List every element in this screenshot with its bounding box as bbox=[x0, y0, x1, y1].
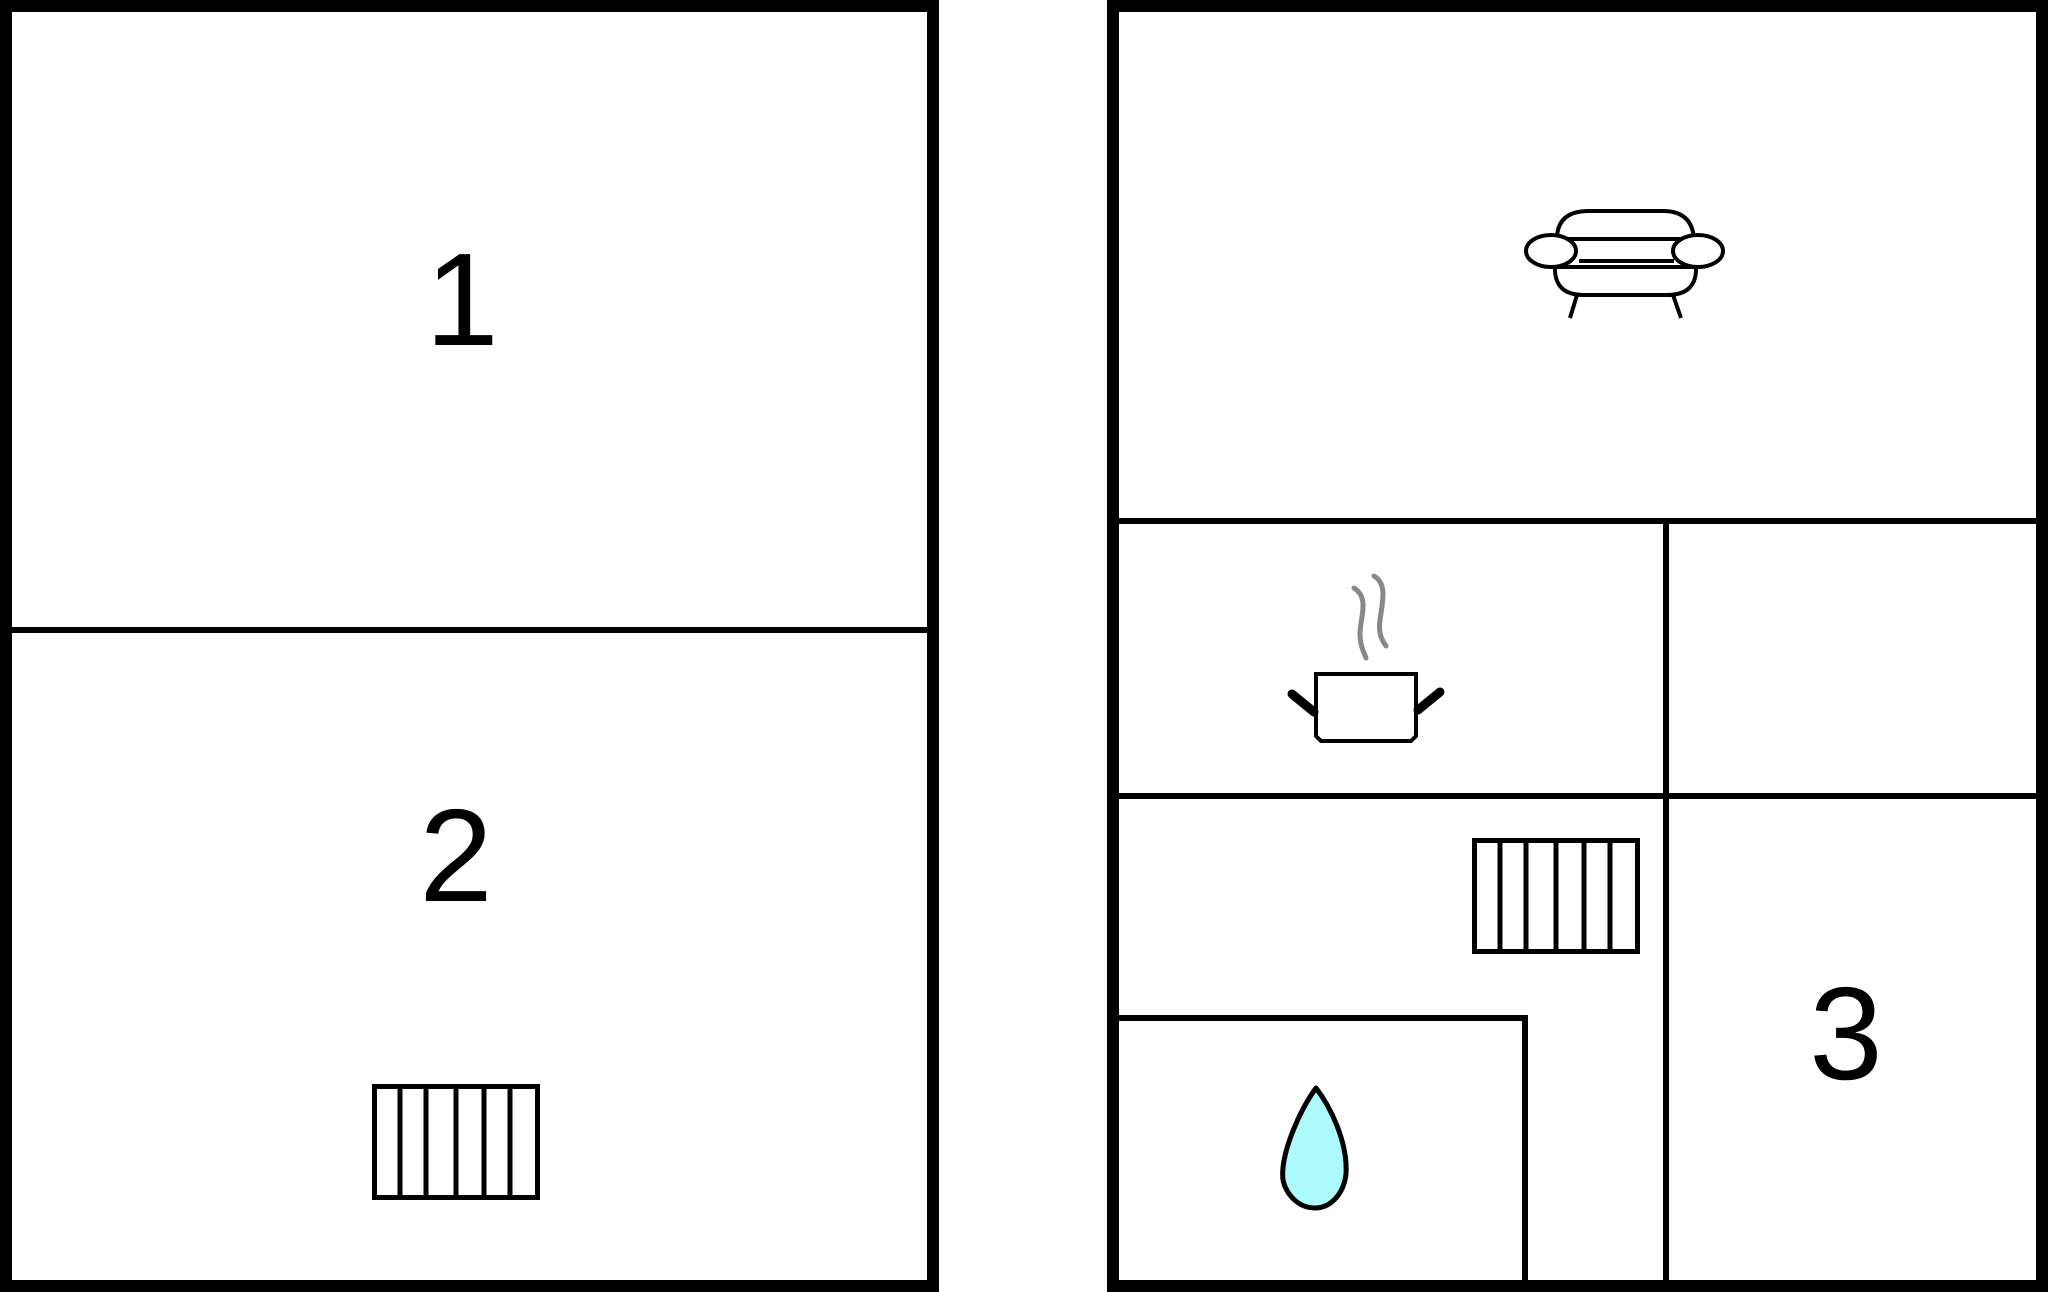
right-block-wall-left bbox=[1107, 0, 1119, 1292]
sofa-icon bbox=[1524, 207, 1728, 322]
left-block-wall-bottom bbox=[0, 1280, 939, 1292]
wall-living-kitchen bbox=[1107, 518, 2048, 524]
right-block-wall-bottom bbox=[1107, 1280, 2048, 1292]
left-block-divider bbox=[0, 627, 939, 633]
room-2-label: 2 bbox=[419, 782, 493, 929]
radiator-icon bbox=[1472, 838, 1640, 954]
left-block-wall-right bbox=[927, 0, 939, 1292]
water-drop-icon bbox=[1278, 1084, 1352, 1212]
steam-icon bbox=[1351, 573, 1389, 661]
wall-bathroom-top bbox=[1107, 1015, 1528, 1021]
room-3-label: 3 bbox=[1809, 960, 1883, 1107]
wall-vertical-center bbox=[1663, 518, 1669, 1292]
right-block-wall-top bbox=[1107, 0, 2048, 12]
left-block-wall-left bbox=[0, 0, 12, 1292]
radiator-icon bbox=[372, 1084, 540, 1200]
wall-bathroom-right bbox=[1522, 1015, 1528, 1292]
left-block-wall-top bbox=[0, 0, 939, 12]
wall-kitchen-hall bbox=[1107, 793, 2048, 799]
right-block-wall-right bbox=[2036, 0, 2048, 1292]
cooking-pot-icon bbox=[1286, 570, 1466, 745]
room-1-label: 1 bbox=[425, 226, 499, 373]
